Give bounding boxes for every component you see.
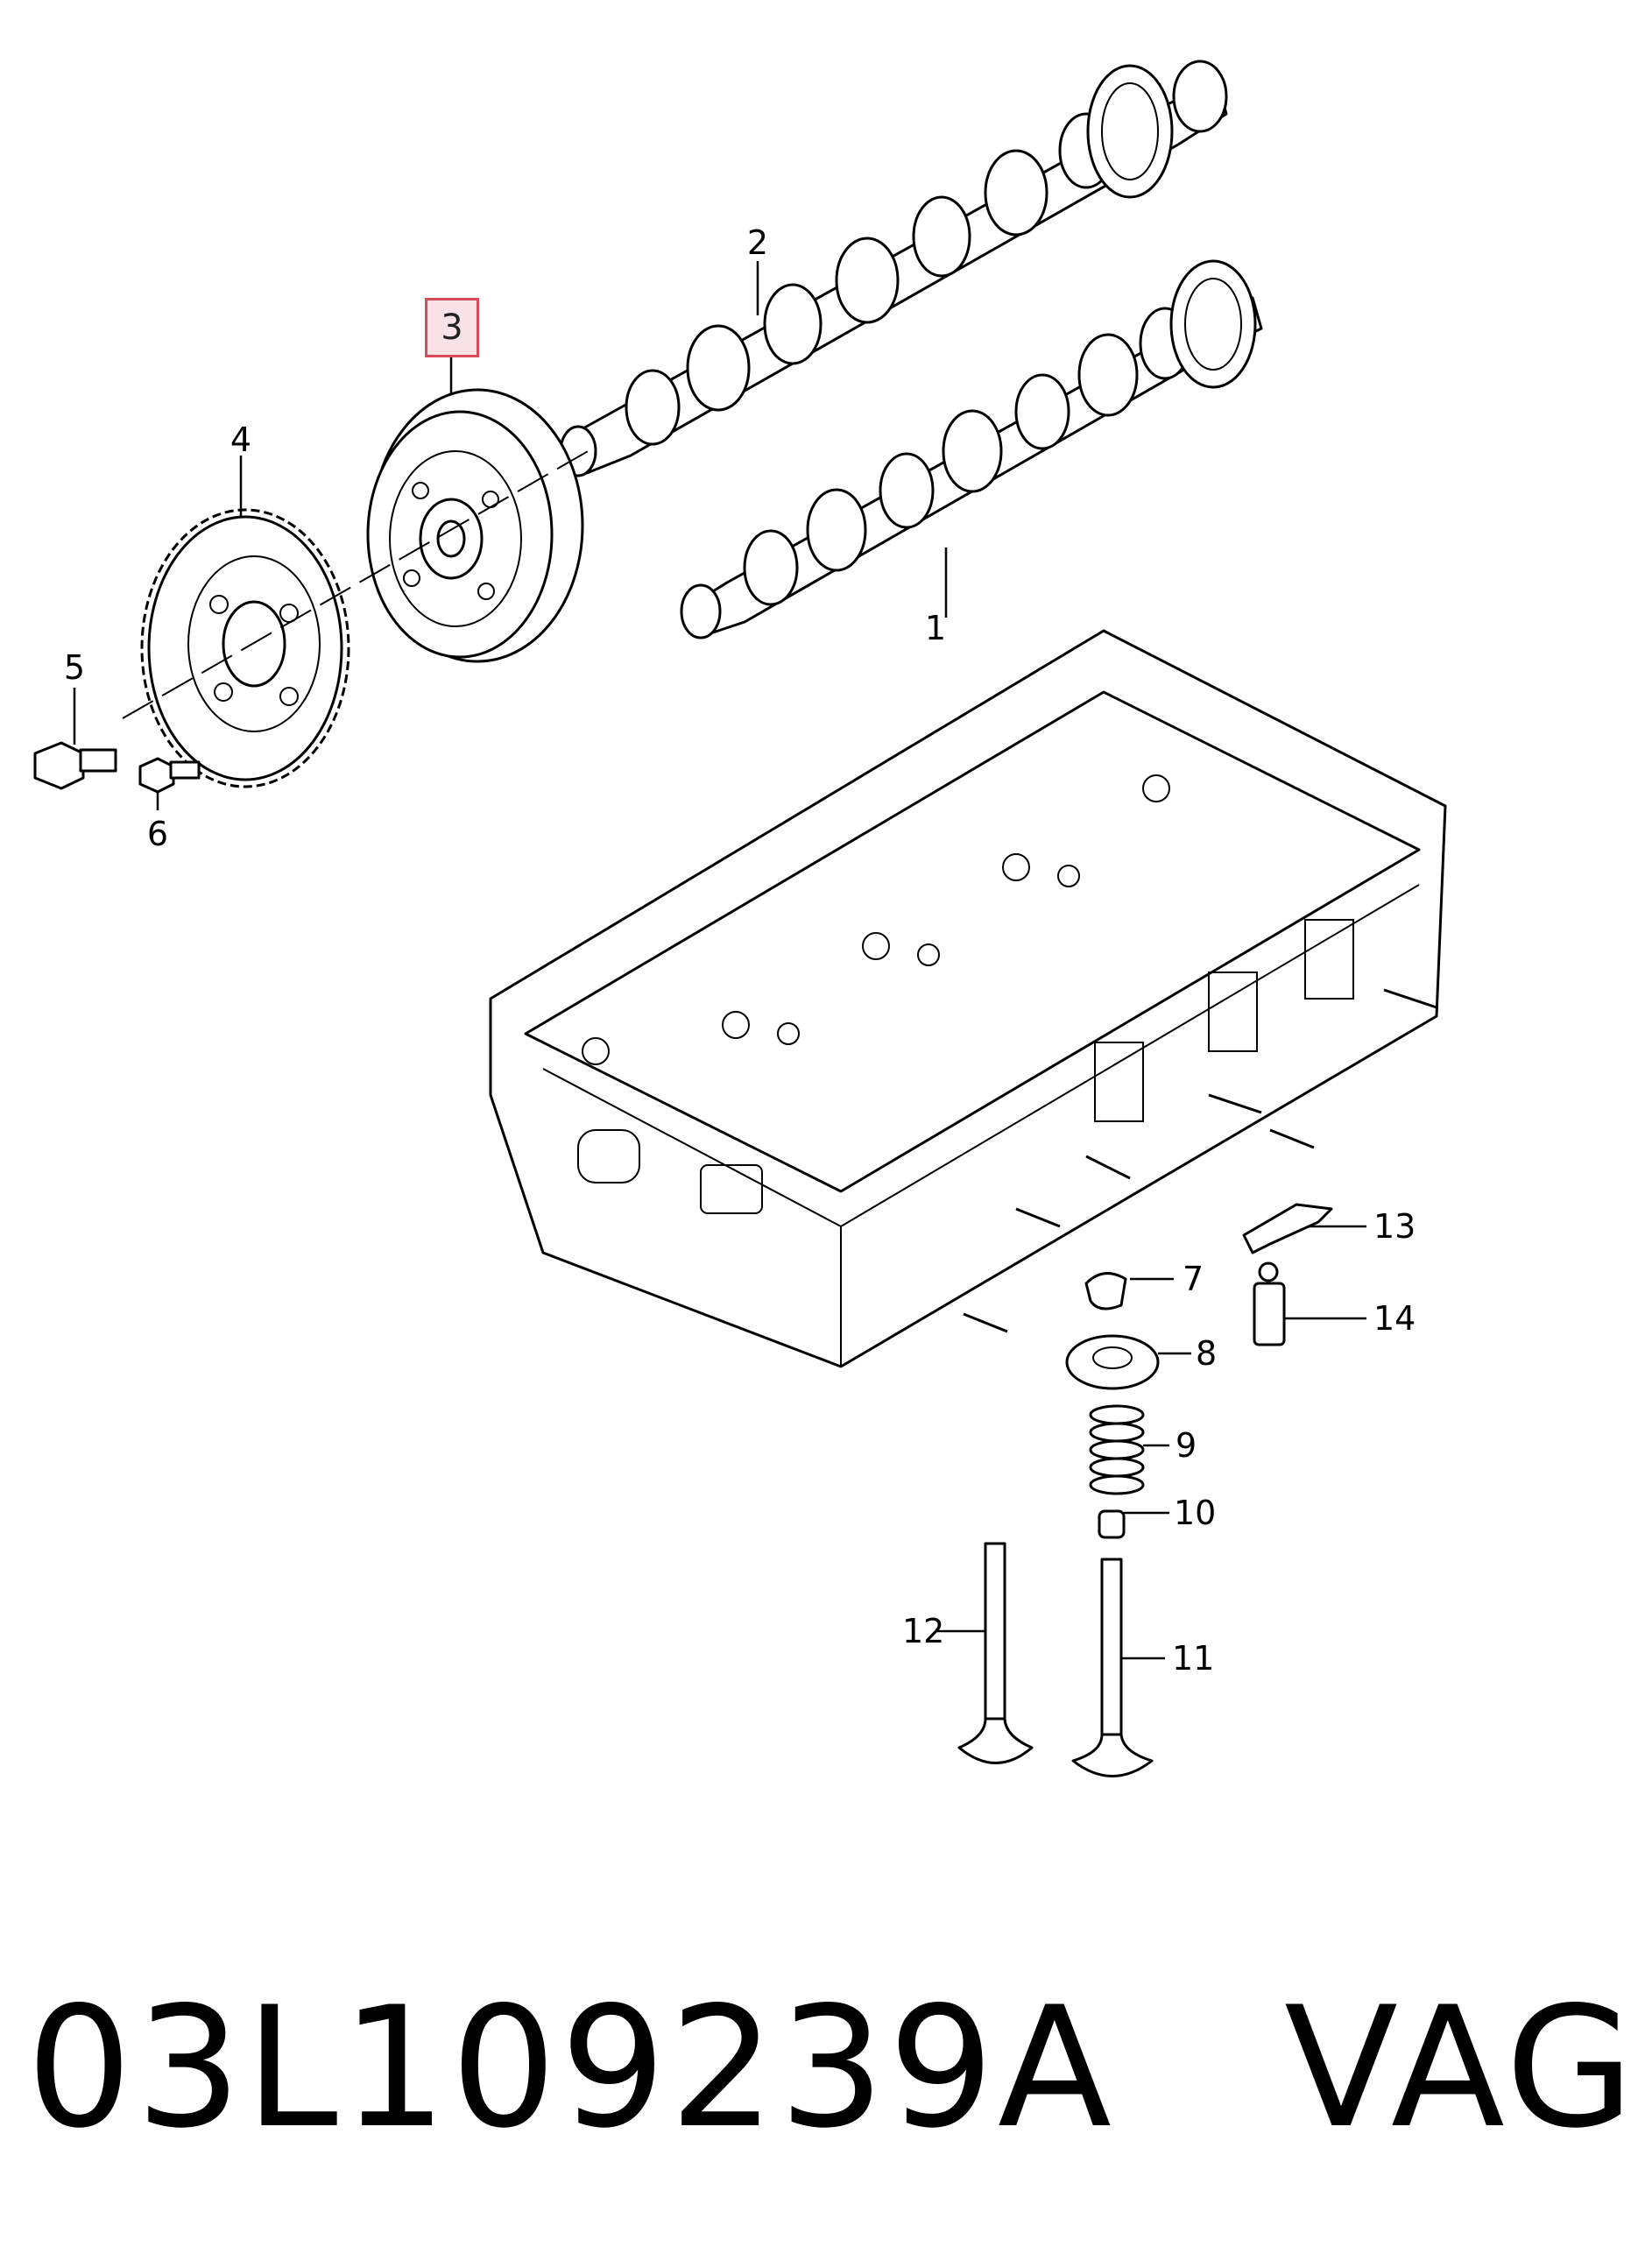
valve-spring-9 xyxy=(1089,1404,1145,1495)
cylinder-head xyxy=(489,629,1447,1368)
part-number-caption: 03L109239A VAG xyxy=(26,1962,1634,2173)
bolt-6 xyxy=(138,757,201,794)
camshaft-lower-gear xyxy=(1169,259,1257,389)
hydraulic-lifter-14 xyxy=(1253,1261,1286,1346)
leader-lines xyxy=(73,261,1366,1660)
rocker-finger-13 xyxy=(1242,1203,1333,1254)
callout-13: 13 xyxy=(1373,1207,1416,1246)
callout-8: 8 xyxy=(1196,1334,1217,1373)
valve-collet-7 xyxy=(1084,1272,1127,1311)
callout-3-highlighted[interactable]: 3 xyxy=(425,298,479,357)
callout-2: 2 xyxy=(747,223,768,262)
camshaft-hub-flange xyxy=(366,388,584,663)
valve-stem-seal-10 xyxy=(1098,1509,1126,1539)
callout-7: 7 xyxy=(1183,1260,1204,1298)
callout-1: 1 xyxy=(925,609,946,647)
callout-12: 12 xyxy=(902,1612,944,1650)
camshaft-upper-gear xyxy=(1086,60,1228,199)
spring-retainer-8 xyxy=(1065,1334,1160,1390)
valve-12 xyxy=(957,1542,1034,1764)
camshaft-upper xyxy=(559,60,1228,477)
callout-11: 11 xyxy=(1172,1639,1214,1678)
callout-labels: 1 2 4 5 6 7 8 9 10 11 12 13 14 xyxy=(64,223,1416,1678)
callout-14: 14 xyxy=(1373,1299,1416,1338)
valve-11 xyxy=(1071,1558,1154,1777)
callout-10: 10 xyxy=(1174,1494,1216,1532)
camshaft-lower xyxy=(680,259,1263,639)
callout-6: 6 xyxy=(147,815,168,853)
part-number-text: 03L109239A VAG xyxy=(26,1970,1638,2165)
callout-9: 9 xyxy=(1176,1426,1197,1465)
callout-5: 5 xyxy=(64,648,85,687)
callout-3: 3 xyxy=(441,307,463,348)
callout-4: 4 xyxy=(230,420,251,459)
exploded-view-drawing: 1 2 4 5 6 7 8 9 10 11 12 13 14 xyxy=(33,60,1447,1777)
parts-diagram-page: 1 2 4 5 6 7 8 9 10 11 12 13 14 3 03L1092… xyxy=(26,60,1634,2173)
bolt-5 xyxy=(33,741,117,790)
